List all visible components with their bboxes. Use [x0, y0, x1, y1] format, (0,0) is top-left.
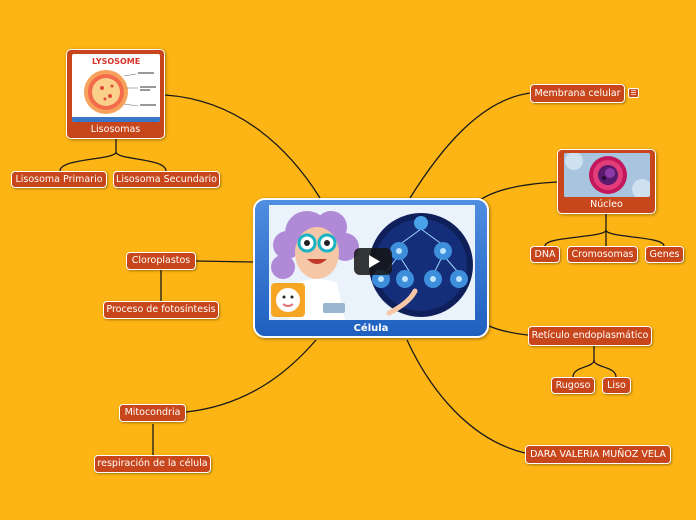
nucleus-image [563, 153, 650, 197]
node-cromosomas[interactable]: Cromosomas [567, 246, 638, 263]
node-lisosomas-label: Lisosomas [90, 124, 141, 135]
node-reticulo-endoplasmatico[interactable]: Retículo endoplasmático [528, 326, 652, 346]
node-cloroplastos[interactable]: Cloroplastos [126, 252, 196, 270]
video-thumbnail[interactable] [269, 205, 475, 320]
node-lisosoma-primario[interactable]: Lisosoma Primario [11, 171, 107, 188]
node-lisosomas[interactable]: LYSOSOME Lisosomas [66, 49, 165, 139]
node-genes[interactable]: Genes [645, 246, 684, 263]
node-respiracion[interactable]: respiración de la célula [94, 455, 211, 473]
node-membrana-celular[interactable]: Membrana celular [530, 84, 625, 103]
node-nucleo[interactable]: Núcleo [557, 149, 656, 214]
node-dna[interactable]: DNA [530, 246, 560, 263]
lysosome-image-title: LYSOSOME [92, 57, 140, 66]
play-icon[interactable] [354, 248, 392, 275]
central-node-celula[interactable]: Célula [253, 198, 489, 338]
node-rugoso[interactable]: Rugoso [551, 377, 595, 394]
central-node-label: Célula [353, 323, 389, 334]
node-proceso-fotosintesis[interactable]: Proceso de fotosíntesis [103, 301, 219, 319]
node-nucleo-label: Núcleo [590, 199, 623, 210]
node-lisosoma-secundario[interactable]: Lisosoma Secundario [113, 171, 220, 188]
node-mitocondria[interactable]: Mitocondria [119, 404, 186, 422]
node-liso[interactable]: Liso [602, 377, 631, 394]
lysosome-image: LYSOSOME [71, 54, 160, 122]
node-autor[interactable]: DARA VALERIA MUÑOZ VELA [525, 445, 671, 464]
note-icon[interactable]: ☰ [628, 88, 639, 98]
